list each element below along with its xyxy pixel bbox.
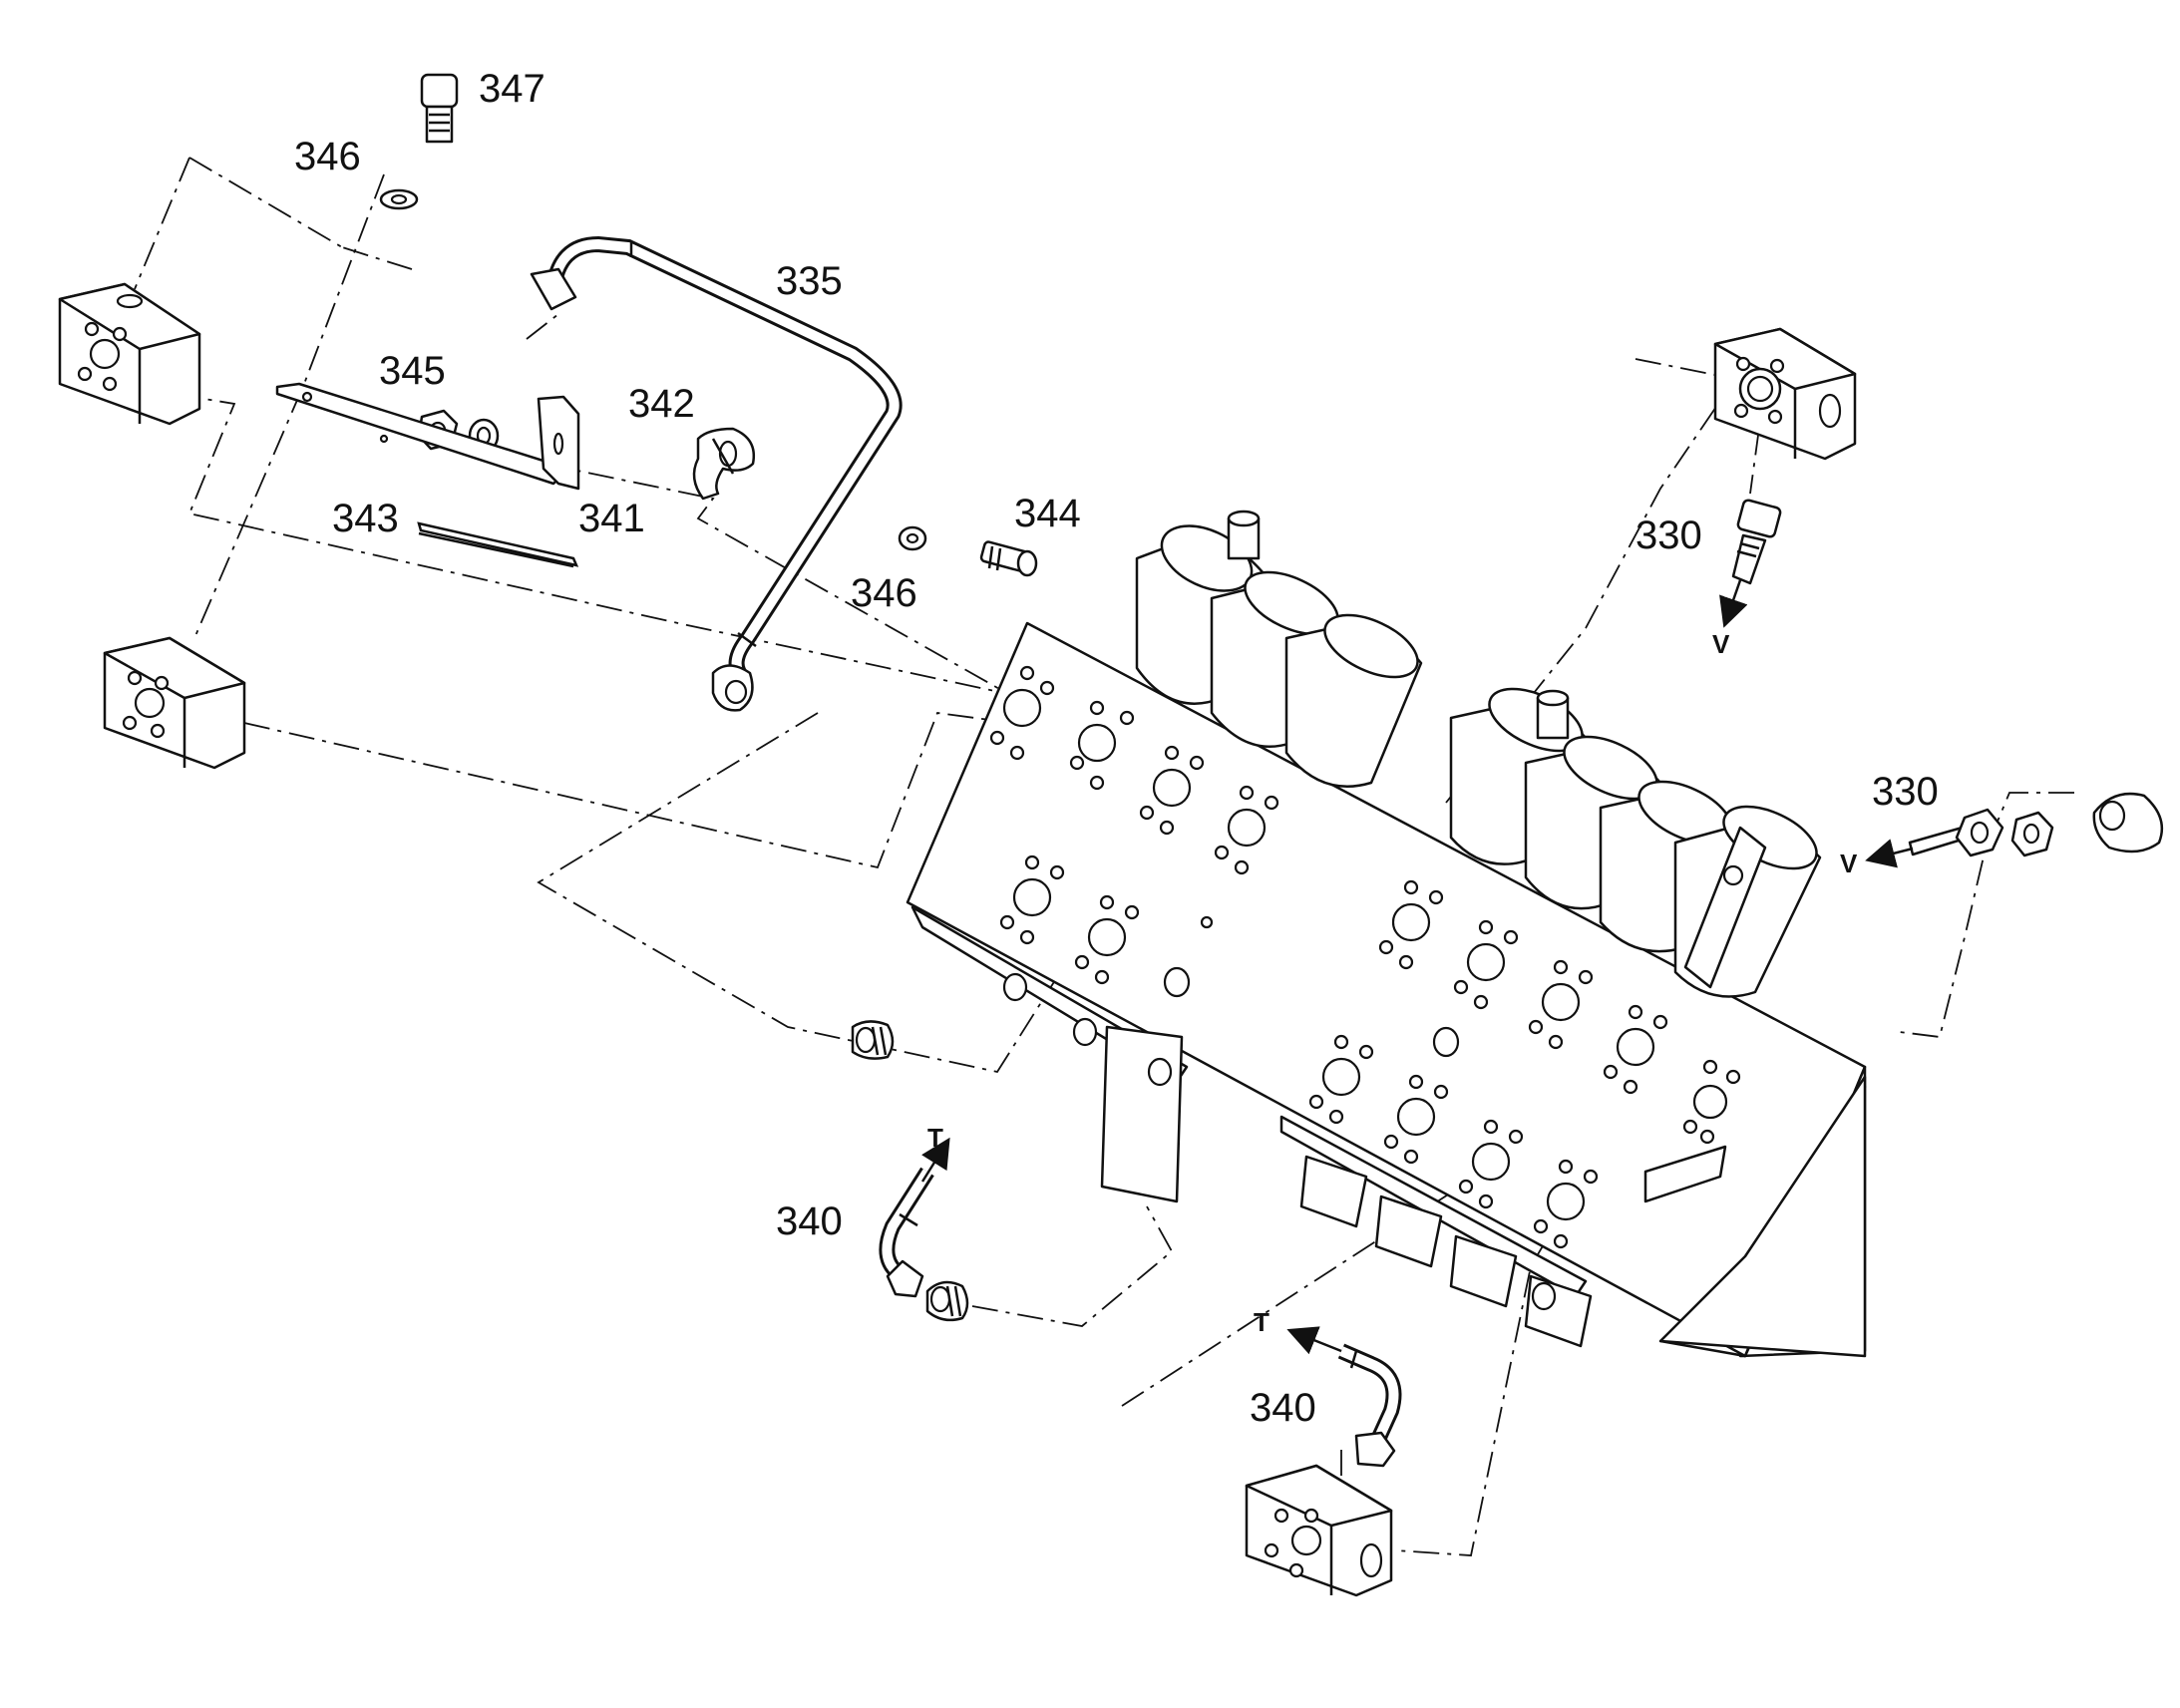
cable-tie-343 <box>417 521 579 568</box>
callout-335: 335 <box>776 259 843 303</box>
port-group-top-4 <box>1214 785 1279 875</box>
fitting-330-right <box>1908 792 2164 857</box>
solenoid-coil-2 <box>1210 570 1343 748</box>
port-group-mid-2 <box>1074 894 1140 985</box>
port-group-right-4 <box>1603 1004 1668 1095</box>
solenoid-coils <box>1135 510 1822 998</box>
callout-340-bottom: 340 <box>1250 1386 1316 1430</box>
callout-340-left: 340 <box>776 1199 843 1243</box>
solenoid-coil-3 <box>1284 613 1423 788</box>
callout-labels: 347 346 335 345 342 343 341 344 346 330 … <box>294 67 1939 1430</box>
manifold-port-patterns <box>989 665 1741 1249</box>
port-group-lower-4 <box>1533 1159 1599 1249</box>
port-group-top-2 <box>1069 700 1135 791</box>
callout-347: 347 <box>479 67 545 111</box>
port-group-top-3 <box>1139 745 1205 836</box>
tube-335 <box>530 235 903 712</box>
cap-screw-347 <box>420 73 459 144</box>
port-group-lower-2 <box>1383 1074 1449 1165</box>
flow-mark-t-bottom: T <box>1254 1307 1270 1337</box>
port-group-top-1 <box>989 665 1055 761</box>
flange-block-top-left <box>58 282 201 426</box>
flow-direction-marks: V V T T <box>927 629 1858 1337</box>
flange-block-top-right <box>1713 327 1857 461</box>
solenoid-coil-7 <box>1673 805 1822 998</box>
callout-346-mid: 346 <box>851 571 917 615</box>
screw-344 <box>979 540 1038 577</box>
port-group-mid-1 <box>999 854 1065 945</box>
callout-343: 343 <box>332 497 399 540</box>
elbow-tube-340-left <box>879 1167 934 1298</box>
port-group-lower-1 <box>1308 1034 1374 1125</box>
elbow-tube-340-bottom <box>1337 1343 1402 1468</box>
port-group-right-3 <box>1528 959 1594 1050</box>
flange-block-bottom <box>1245 1464 1393 1597</box>
callout-330-right: 330 <box>1872 770 1939 814</box>
port-group-right-1 <box>1378 879 1444 970</box>
callout-344: 344 <box>1014 492 1081 535</box>
port-group-end <box>1682 1059 1741 1145</box>
callout-342: 342 <box>628 382 695 426</box>
plug-fitting-mid <box>925 1280 969 1322</box>
flow-mark-v-right: V <box>1840 849 1858 878</box>
flange-block-mid-left <box>103 636 246 770</box>
flow-mark-v-top: V <box>1712 629 1730 659</box>
solenoid-coil-6 <box>1599 780 1737 953</box>
port-group-right-2 <box>1453 919 1519 1010</box>
screw-330-top <box>1731 499 1782 585</box>
port-group-lower-3 <box>1458 1119 1524 1209</box>
solenoid-coil-5 <box>1524 735 1662 910</box>
hose-clamp-342 <box>692 427 756 501</box>
solenoid-coil-1 <box>1135 510 1273 705</box>
callout-341: 341 <box>578 497 645 540</box>
solenoid-coil-4 <box>1449 687 1588 865</box>
plug-fitting-left <box>851 1020 895 1060</box>
bracket-341 <box>275 382 580 491</box>
flow-mark-t-left: T <box>927 1123 943 1153</box>
callout-345: 345 <box>379 349 446 393</box>
callout-346-top: 346 <box>294 135 361 178</box>
callout-330-top: 330 <box>1635 513 1702 557</box>
